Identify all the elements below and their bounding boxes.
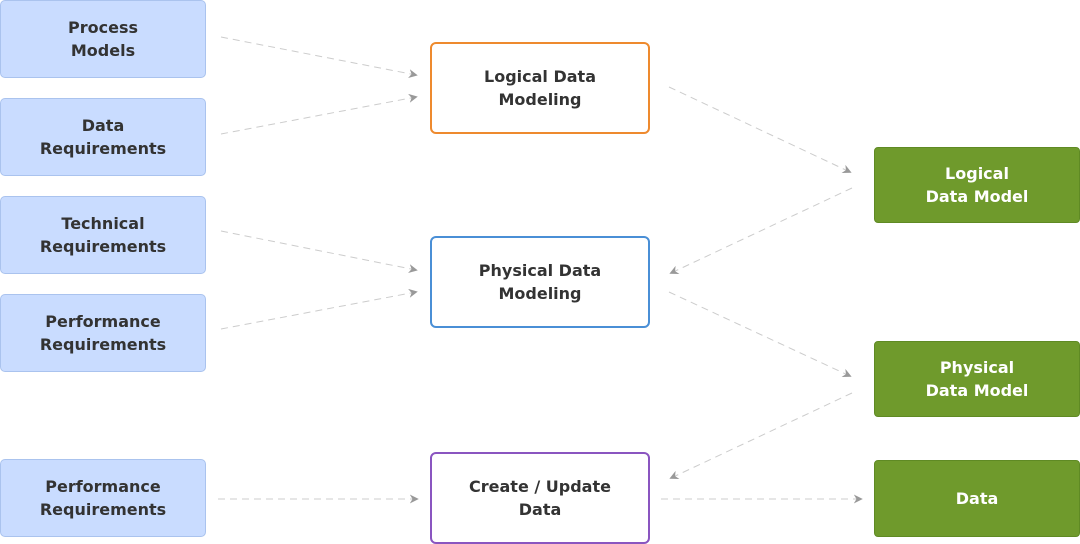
create-update-data-label: Create / Update Data [469,477,611,519]
arrow-physical-model-to-create-update [669,392,853,480]
performance-requirements-label: Performance Requirements [39,312,167,354]
logical-data-modeling-box: Logical Data Modeling [430,42,650,134]
logical-data-model-box: Logical Data Model [874,147,1080,223]
arrow-process-models-to-logical-modeling [220,36,418,79]
create-update-data-box: Create / Update Data [430,452,650,544]
process-models-label: Process Models [68,18,138,60]
performance-requirements-box: Performance Requirements [0,294,206,372]
logical-data-model-label: Logical Data Model [925,164,1029,206]
physical-data-model-label: Physical Data Model [925,358,1029,400]
logical-data-modeling-label: Logical Data Modeling [484,67,596,109]
physical-data-modeling-box: Physical Data Modeling [430,236,650,328]
arrow-logical-model-to-physical-modeling [669,187,853,275]
arrow-performance-requirements-to-physical-modeling [220,288,418,330]
arrow-technical-requirements-to-physical-modeling [220,230,418,274]
physical-data-model-box: Physical Data Model [874,341,1080,417]
data-requirements-label: Data Requirements [39,116,167,158]
performance-requirements-label-2: Performance Requirements [39,477,167,519]
technical-requirements-label: Technical Requirements [39,214,167,256]
data-box: Data [874,460,1080,537]
technical-requirements-box: Technical Requirements [0,196,206,274]
arrow-data-requirements-to-logical-modeling [220,93,418,135]
arrow-logical-modeling-to-logical-model [668,86,852,174]
arrow-physical-modeling-to-physical-model [668,291,852,378]
process-models-box: Process Models [0,0,206,78]
performance-requirements-box-2: Performance Requirements [0,459,206,537]
physical-data-modeling-label: Physical Data Modeling [478,261,602,303]
data-requirements-box: Data Requirements [0,98,206,176]
data-label: Data [955,489,999,508]
